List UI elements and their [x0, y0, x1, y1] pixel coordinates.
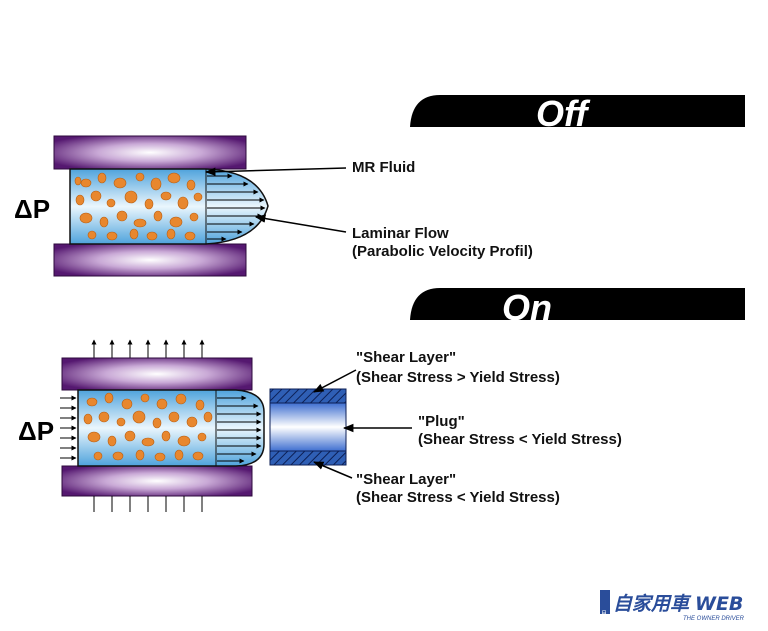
on-field-arrows-top: [91, 339, 205, 358]
off-valve-assembly: [53, 135, 269, 277]
on-field-lines-bottom: [93, 496, 203, 512]
laminar-flow-leader-arrow: [254, 214, 347, 233]
plug-label: "Plug": [418, 413, 465, 430]
top-shear-layer: [269, 388, 347, 404]
watermark-web: WEB: [695, 593, 743, 615]
on-valve-assembly: [60, 339, 265, 512]
shear-layer-bottom-leader-arrow: [313, 461, 353, 479]
plug-core: [269, 402, 347, 452]
on-banner-label: On: [502, 287, 552, 328]
mr-fluid-label: MR Fluid: [352, 159, 415, 176]
plug-sublabel: (Shear Stress < Yield Stress): [418, 431, 622, 448]
laminar-flow-label: Laminar Flow: [352, 225, 449, 242]
shear-layer-top-label: "Shear Layer": [356, 349, 456, 366]
watermark-logo: 月刊 自家用車 WEB THE OWNER DRIVER: [600, 590, 745, 623]
on-inflow-arrows: [60, 395, 77, 461]
laminar-flow-sublabel: (Parabolic Velocity Profil): [352, 243, 533, 260]
on-banner: On: [410, 287, 745, 328]
shear-layer-bottom-label: "Shear Layer": [356, 471, 456, 488]
shear-layer-bottom-sublabel: (Shear Stress < Yield Stress): [356, 489, 560, 506]
on-top-plate: [61, 357, 253, 391]
off-top-plate: [53, 135, 247, 170]
mr-fluid-leader-arrow: [204, 167, 347, 176]
watermark-sub: THE OWNER DRIVER: [683, 616, 745, 622]
watermark-logo-mark: [600, 590, 610, 614]
watermark-main: 自家用車: [613, 593, 692, 615]
watermark-prefix: 月刊: [600, 610, 607, 623]
off-velocity-arrows: [207, 173, 266, 242]
off-particles: [74, 172, 203, 241]
off-bottom-plate: [53, 243, 247, 277]
on-fluid-channel: [77, 389, 265, 467]
on-particles: [83, 392, 213, 462]
shear-layer-top-leader-arrow: [313, 369, 357, 393]
on-bottom-plate: [61, 465, 253, 497]
on-velocity-arrows: [217, 395, 262, 464]
plug-cross-section: [269, 388, 347, 466]
off-banner-label: Off: [536, 93, 590, 134]
off-banner: Off: [410, 93, 745, 134]
on-pressure-label: ΔP: [18, 416, 54, 446]
shear-layer-top-sublabel: (Shear Stress > Yield Stress): [356, 369, 560, 386]
off-pressure-label: ΔP: [14, 194, 50, 224]
bottom-shear-layer: [269, 450, 347, 466]
